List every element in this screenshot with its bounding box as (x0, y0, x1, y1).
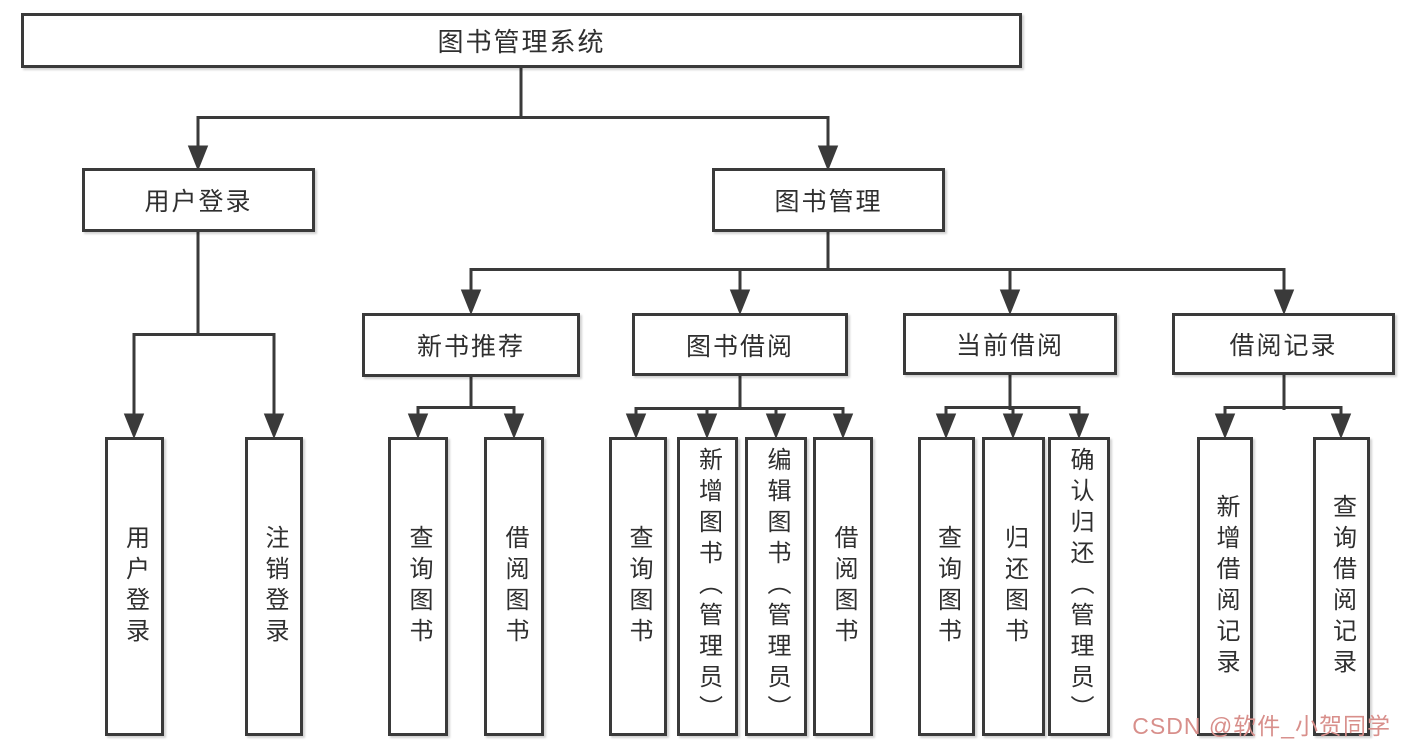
leaf-label: 确认归还（管理员） (1066, 447, 1093, 726)
leaf-label: 查询图书 (405, 524, 432, 649)
leaf-logout: 注销登录 (245, 437, 303, 736)
leaf-label: 查询借阅记录 (1328, 493, 1356, 680)
leaf-label: 用户登录 (121, 524, 149, 649)
leaf-label: 编辑图书（管理员） (763, 447, 790, 726)
csdn-watermark: CSDN @软件_小贺同学 (1132, 713, 1391, 739)
node-label: 新书推荐 (416, 333, 525, 361)
leaf-label: 新增图书（管理员） (694, 447, 722, 726)
leaf-user-login: 用户登录 (105, 437, 164, 736)
leaf-label: 借阅图书 (830, 524, 857, 649)
leaf-return-books: 归还图书 (982, 437, 1045, 736)
node-new-book-recommend: 新书推荐 (362, 313, 580, 377)
leaf-label: 新增借阅记录 (1212, 493, 1239, 680)
leaf-add-borrow-record: 新增借阅记录 (1197, 437, 1253, 736)
leaf-label: 查询图书 (625, 524, 652, 649)
leaf-query-books-recommend: 查询图书 (388, 437, 448, 736)
leaf-label: 查询图书 (933, 524, 961, 649)
leaf-query-books-current: 查询图书 (918, 437, 975, 736)
node-borrow-records: 借阅记录 (1172, 313, 1395, 375)
node-label: 图书管理系统 (437, 27, 606, 57)
leaf-label: 注销登录 (261, 524, 288, 649)
node-label: 图书管理 (774, 188, 883, 216)
leaf-add-books-admin: 新增图书（管理员） (677, 437, 738, 736)
leaf-query-borrow-record: 查询借阅记录 (1313, 437, 1370, 736)
leaf-confirm-return-admin: 确认归还（管理员） (1048, 437, 1110, 736)
node-label: 借阅记录 (1229, 332, 1338, 360)
node-book-borrow: 图书借阅 (632, 313, 848, 376)
leaf-label: 归还图书 (1000, 524, 1028, 649)
leaf-edit-books-admin: 编辑图书（管理员） (745, 437, 807, 736)
node-current-borrow: 当前借阅 (903, 313, 1117, 375)
leaf-query-books-borrow: 查询图书 (609, 437, 667, 736)
leaf-borrow-books: 借阅图书 (813, 437, 873, 736)
node-label: 当前借阅 (955, 332, 1064, 360)
leaf-borrow-books-recommend: 借阅图书 (484, 437, 544, 736)
node-label: 图书借阅 (685, 332, 794, 361)
node-user-login: 用户登录 (82, 168, 315, 232)
node-library-system-root: 图书管理系统 (21, 13, 1022, 68)
leaf-label: 借阅图书 (501, 524, 528, 649)
node-book-management: 图书管理 (712, 168, 945, 232)
node-label: 用户登录 (144, 188, 253, 216)
